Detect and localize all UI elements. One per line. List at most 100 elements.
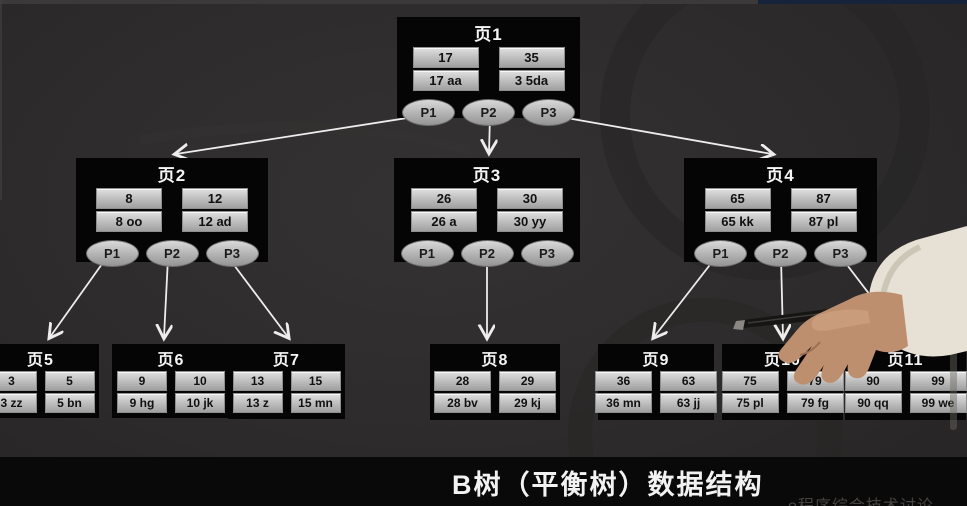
key-cell: 15 [290, 371, 341, 391]
node-title: 页7 [273, 352, 300, 369]
record-cell: 17 aa [412, 70, 479, 91]
record-cell: 3 5da [498, 70, 565, 91]
record-cell: 10 jk [175, 393, 225, 413]
tree-edge [543, 113, 772, 154]
record-cell: 9 hg [117, 393, 167, 413]
thumb [811, 309, 870, 331]
pointer-p2: P2 [145, 240, 199, 267]
btree-node-page2: 页2 8 8 oo 12 12 ad P1 P2 P3 [76, 158, 268, 267]
key-cell: 65 [704, 188, 771, 209]
channel-watermark: o程序综合技术讨论 [788, 492, 934, 506]
record-cell: 99 we [909, 393, 967, 413]
key-cell: 35 [498, 47, 565, 68]
btree-node-page3: 页3 26 26 a 30 30 yy P1 P2 P3 [394, 158, 580, 267]
btree-leaf-page5: 页5 3 3 zz 5 5 bn [0, 344, 99, 418]
key-stack: 29 29 kj [499, 371, 556, 413]
key-stack: 5 5 bn [44, 371, 95, 413]
tree-edge [50, 256, 108, 337]
key-cell: 12 [182, 188, 248, 209]
record-cell: 29 kj [499, 393, 556, 413]
slide-title: B树（平衡树）数据结构 [452, 470, 764, 500]
record-cell: 87 pl [790, 211, 857, 232]
btree-leaf-page7: 页7 13 13 z 15 15 mn [228, 344, 345, 419]
key-stack: 17 17 aa [412, 47, 479, 91]
btree-node-page4: 页4 65 65 kk 87 87 pl P1 P2 P3 [684, 158, 877, 267]
pointer-p3: P3 [814, 240, 867, 267]
key-stack: 3 3 zz [0, 371, 37, 413]
key-stack: 75 75 pl [721, 371, 779, 413]
record-cell: 28 bv [434, 393, 491, 413]
caption-band: B树（平衡树）数据结构 o程序综合技术讨论 [0, 457, 967, 506]
record-cell: 65 kk [704, 211, 771, 232]
btree-leaf-page8: 页8 28 28 bv 29 29 kj [430, 344, 560, 420]
key-stack: 9 9 hg [117, 371, 167, 413]
key-cell: 9 [117, 371, 167, 391]
key-stack: 26 26 a [411, 188, 477, 232]
key-stack: 8 8 oo [96, 188, 162, 232]
record-cell: 30 yy [497, 211, 563, 232]
pointer-p1: P1 [694, 240, 747, 267]
key-cell: 3 [0, 371, 37, 391]
key-stack: 99 99 we [909, 371, 967, 413]
key-stack: 13 13 z [232, 371, 283, 413]
background-edge-streak [950, 330, 957, 430]
key-cell: 5 [44, 371, 95, 391]
record-cell: 63 jj [660, 393, 717, 413]
pointer-p1: P1 [402, 99, 455, 126]
key-cell: 99 [909, 371, 967, 391]
key-stack: 12 12 ad [182, 188, 248, 232]
key-stack: 36 36 mn [595, 371, 652, 413]
node-title: 页3 [472, 166, 502, 185]
record-cell: 79 fg [786, 393, 844, 413]
key-stack: 87 87 pl [790, 188, 857, 232]
record-cell: 12 ad [182, 211, 248, 232]
pointer-p2: P2 [460, 240, 514, 267]
key-cell: 10 [175, 371, 225, 391]
pointer-p1: P1 [400, 240, 454, 267]
key-stack: 63 63 jj [660, 371, 717, 413]
btree-node-page1: 页1 17 17 aa 35 3 5da P1 P2 P3 [397, 17, 580, 126]
node-title: 页1 [474, 25, 503, 44]
key-cell: 17 [412, 47, 479, 68]
node-title: 页5 [27, 352, 54, 369]
key-stack: 35 3 5da [498, 47, 565, 91]
btree-leaf-page9: 页9 36 36 mn 63 63 jj [595, 344, 717, 420]
node-title: 页2 [157, 166, 187, 185]
node-title: 页6 [157, 352, 185, 369]
record-cell: 36 mn [595, 393, 652, 413]
pointer-p3: P3 [520, 240, 574, 267]
key-cell: 29 [499, 371, 556, 391]
record-cell: 26 a [411, 211, 477, 232]
record-cell: 75 pl [721, 393, 779, 413]
key-cell: 63 [660, 371, 717, 391]
key-cell: 28 [434, 371, 491, 391]
pointer-p3: P3 [522, 99, 575, 126]
pointer-p2: P2 [754, 240, 807, 267]
left-edge-highlight [0, 0, 2, 200]
pointer-p1: P1 [85, 240, 139, 267]
tree-edge [654, 256, 717, 337]
pointer-p3: P3 [205, 240, 259, 267]
top-edge-strip-navy [758, 0, 967, 4]
record-cell: 15 mn [290, 393, 341, 413]
key-stack: 28 28 bv [434, 371, 491, 413]
node-title: 页8 [481, 352, 509, 369]
node-title: 页4 [766, 166, 795, 185]
tree-edge [164, 257, 168, 337]
key-cell: 75 [721, 371, 779, 391]
key-stack: 10 10 jk [175, 371, 225, 413]
key-cell: 30 [497, 188, 563, 209]
record-cell: 3 zz [0, 393, 37, 413]
hand [778, 291, 908, 385]
btree-leaf-page6: 页6 9 9 hg 10 10 jk [112, 344, 230, 418]
tree-edge [176, 113, 434, 154]
record-cell: 8 oo [96, 211, 162, 232]
key-cell: 8 [96, 188, 162, 209]
top-edge-strip [0, 0, 967, 4]
record-cell: 90 qq [844, 393, 902, 413]
tree-edge [227, 256, 288, 337]
key-cell: 36 [595, 371, 652, 391]
node-title: 页11 [887, 352, 924, 369]
